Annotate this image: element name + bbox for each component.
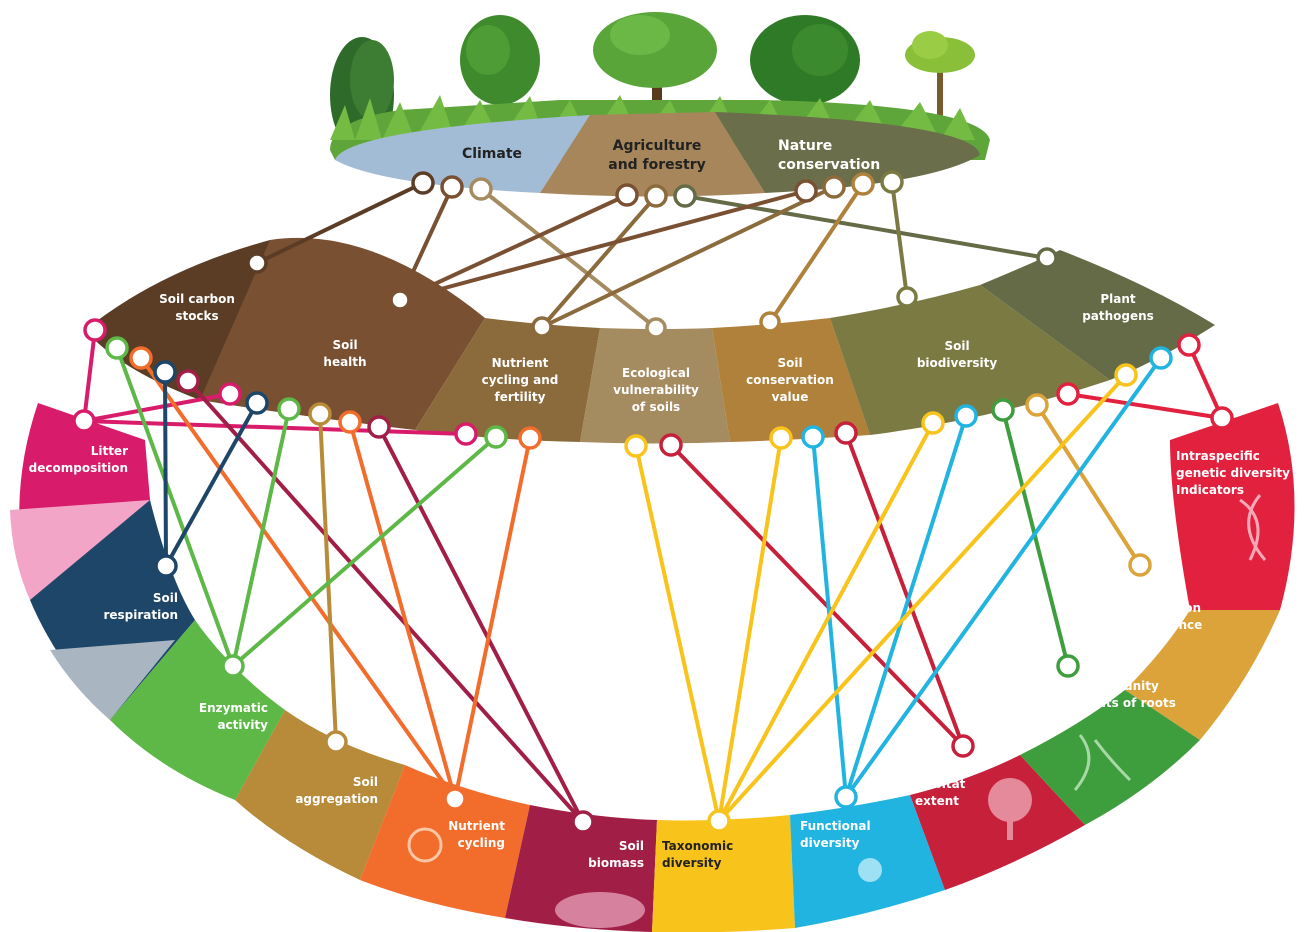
soil-biomass-label-1: Soil xyxy=(619,839,644,853)
bottom-labels: Litter decomposition Soil respiration En… xyxy=(29,444,1290,870)
genetic-label-2: genetic diversity xyxy=(1176,466,1290,480)
top-labels: Climate Agriculture and forestry Nature … xyxy=(462,138,880,173)
agriculture-segment xyxy=(540,112,765,197)
top-category-ring xyxy=(335,112,980,197)
middle-indicator-band xyxy=(85,237,1215,444)
agriculture-label-line2: and forestry xyxy=(608,157,705,173)
habitat-label-1: Habitat xyxy=(915,777,966,791)
bottom-indicator-arc xyxy=(10,403,1295,932)
population-label-1: Population xyxy=(1128,601,1201,615)
litter-label-2: decomposition xyxy=(29,461,128,475)
climate-label: Climate xyxy=(462,146,522,162)
enzymatic-label-1: Enzymatic xyxy=(199,701,268,715)
nature-segment xyxy=(715,112,980,193)
soil-carbon-label-1: Soil carbon xyxy=(159,292,235,306)
soil-respiration-label-2: respiration xyxy=(103,608,178,622)
taxonomic-diversity-segment xyxy=(652,815,795,932)
genetic-label-3: Indicators xyxy=(1176,483,1244,497)
ecological-vulnerability-segment xyxy=(580,328,730,444)
soil-conservation-label-1: Soil xyxy=(777,356,802,370)
roots-label-2: traits of roots xyxy=(1082,696,1176,710)
functional-label-2: diversity xyxy=(800,836,860,850)
habitat-extent-segment xyxy=(910,755,1085,890)
cycle-icon xyxy=(407,827,443,863)
roots-icon xyxy=(1073,734,1132,791)
functional-label-1: Functional xyxy=(800,819,871,833)
soil-pile-icon xyxy=(555,892,645,928)
eco-vulnerability-label-1: Ecological xyxy=(622,366,690,380)
nutrient-fertility-label-2: cycling and xyxy=(482,373,559,387)
soil-aggregation-segment xyxy=(235,710,405,880)
soil-carbon-label-2: stocks xyxy=(175,309,218,323)
enzymatic-activity-segment xyxy=(110,620,285,800)
enzymatic-label-2: activity xyxy=(217,718,268,732)
connection-nodes xyxy=(72,170,1234,834)
soil-biomass-label-2: biomass xyxy=(588,856,644,870)
gear-icon xyxy=(858,858,882,882)
nutrient-fertility-label-3: fertility xyxy=(495,390,546,404)
soil-respiration-label-1: Soil xyxy=(153,591,178,605)
plant-pathogens-label-1: Plant xyxy=(1100,292,1136,306)
population-abundance-segment xyxy=(1125,610,1280,740)
climate-segment xyxy=(335,115,590,193)
habitat-label-2: extent xyxy=(915,794,959,808)
nutrient-cycling-fertility-segment xyxy=(415,318,600,442)
taxonomic-label-1: Taxonomic xyxy=(662,839,733,853)
nutrient-cycling-label-1: Nutrient xyxy=(448,819,505,833)
soil-biodiversity-label-1: Soil xyxy=(944,339,969,353)
soil-biodiversity-label-2: biodiversity xyxy=(917,356,998,370)
aggregation-label-2: aggregation xyxy=(295,792,378,806)
plant-pathogens-label-2: pathogens xyxy=(1082,309,1154,323)
litter-label-1: Litter xyxy=(91,444,128,458)
eco-vulnerability-label-3: of soils xyxy=(632,400,680,414)
population-label-2: abundance xyxy=(1128,618,1202,632)
soil-conservation-value-segment xyxy=(712,318,870,442)
aggregation-label-1: Soil xyxy=(353,775,378,789)
middle-labels: Soil carbon stocks Soil health Nutrient … xyxy=(159,292,1154,414)
nutrient-cycling-segment xyxy=(360,765,530,918)
nutrient-cycling-label-2: cycling xyxy=(458,836,505,850)
connection-lines xyxy=(82,181,1224,824)
soil-health-label-2: health xyxy=(323,355,366,369)
nature-label-line2: conservation xyxy=(778,157,880,173)
soil-health-label-1: Soil xyxy=(332,338,357,352)
nutrient-fertility-label-1: Nutrient xyxy=(492,356,549,370)
intraspecific-genetic-diversity-segment xyxy=(1170,403,1295,610)
nature-label-line1: Nature xyxy=(778,138,832,154)
dna-icon xyxy=(1239,494,1267,561)
agriculture-label-line1: Agriculture xyxy=(613,138,702,154)
genetic-label-1: Intraspecific xyxy=(1176,449,1260,463)
eco-vulnerability-label-2: vulnerability xyxy=(613,383,699,397)
soil-conservation-label-2: conservation xyxy=(746,373,834,387)
taxonomic-label-2: diversity xyxy=(662,856,722,870)
soil-conservation-label-3: value xyxy=(772,390,809,404)
tree-icon xyxy=(988,778,1032,822)
soil-health-segment xyxy=(200,237,485,430)
roots-label-1: Community xyxy=(1082,679,1159,693)
